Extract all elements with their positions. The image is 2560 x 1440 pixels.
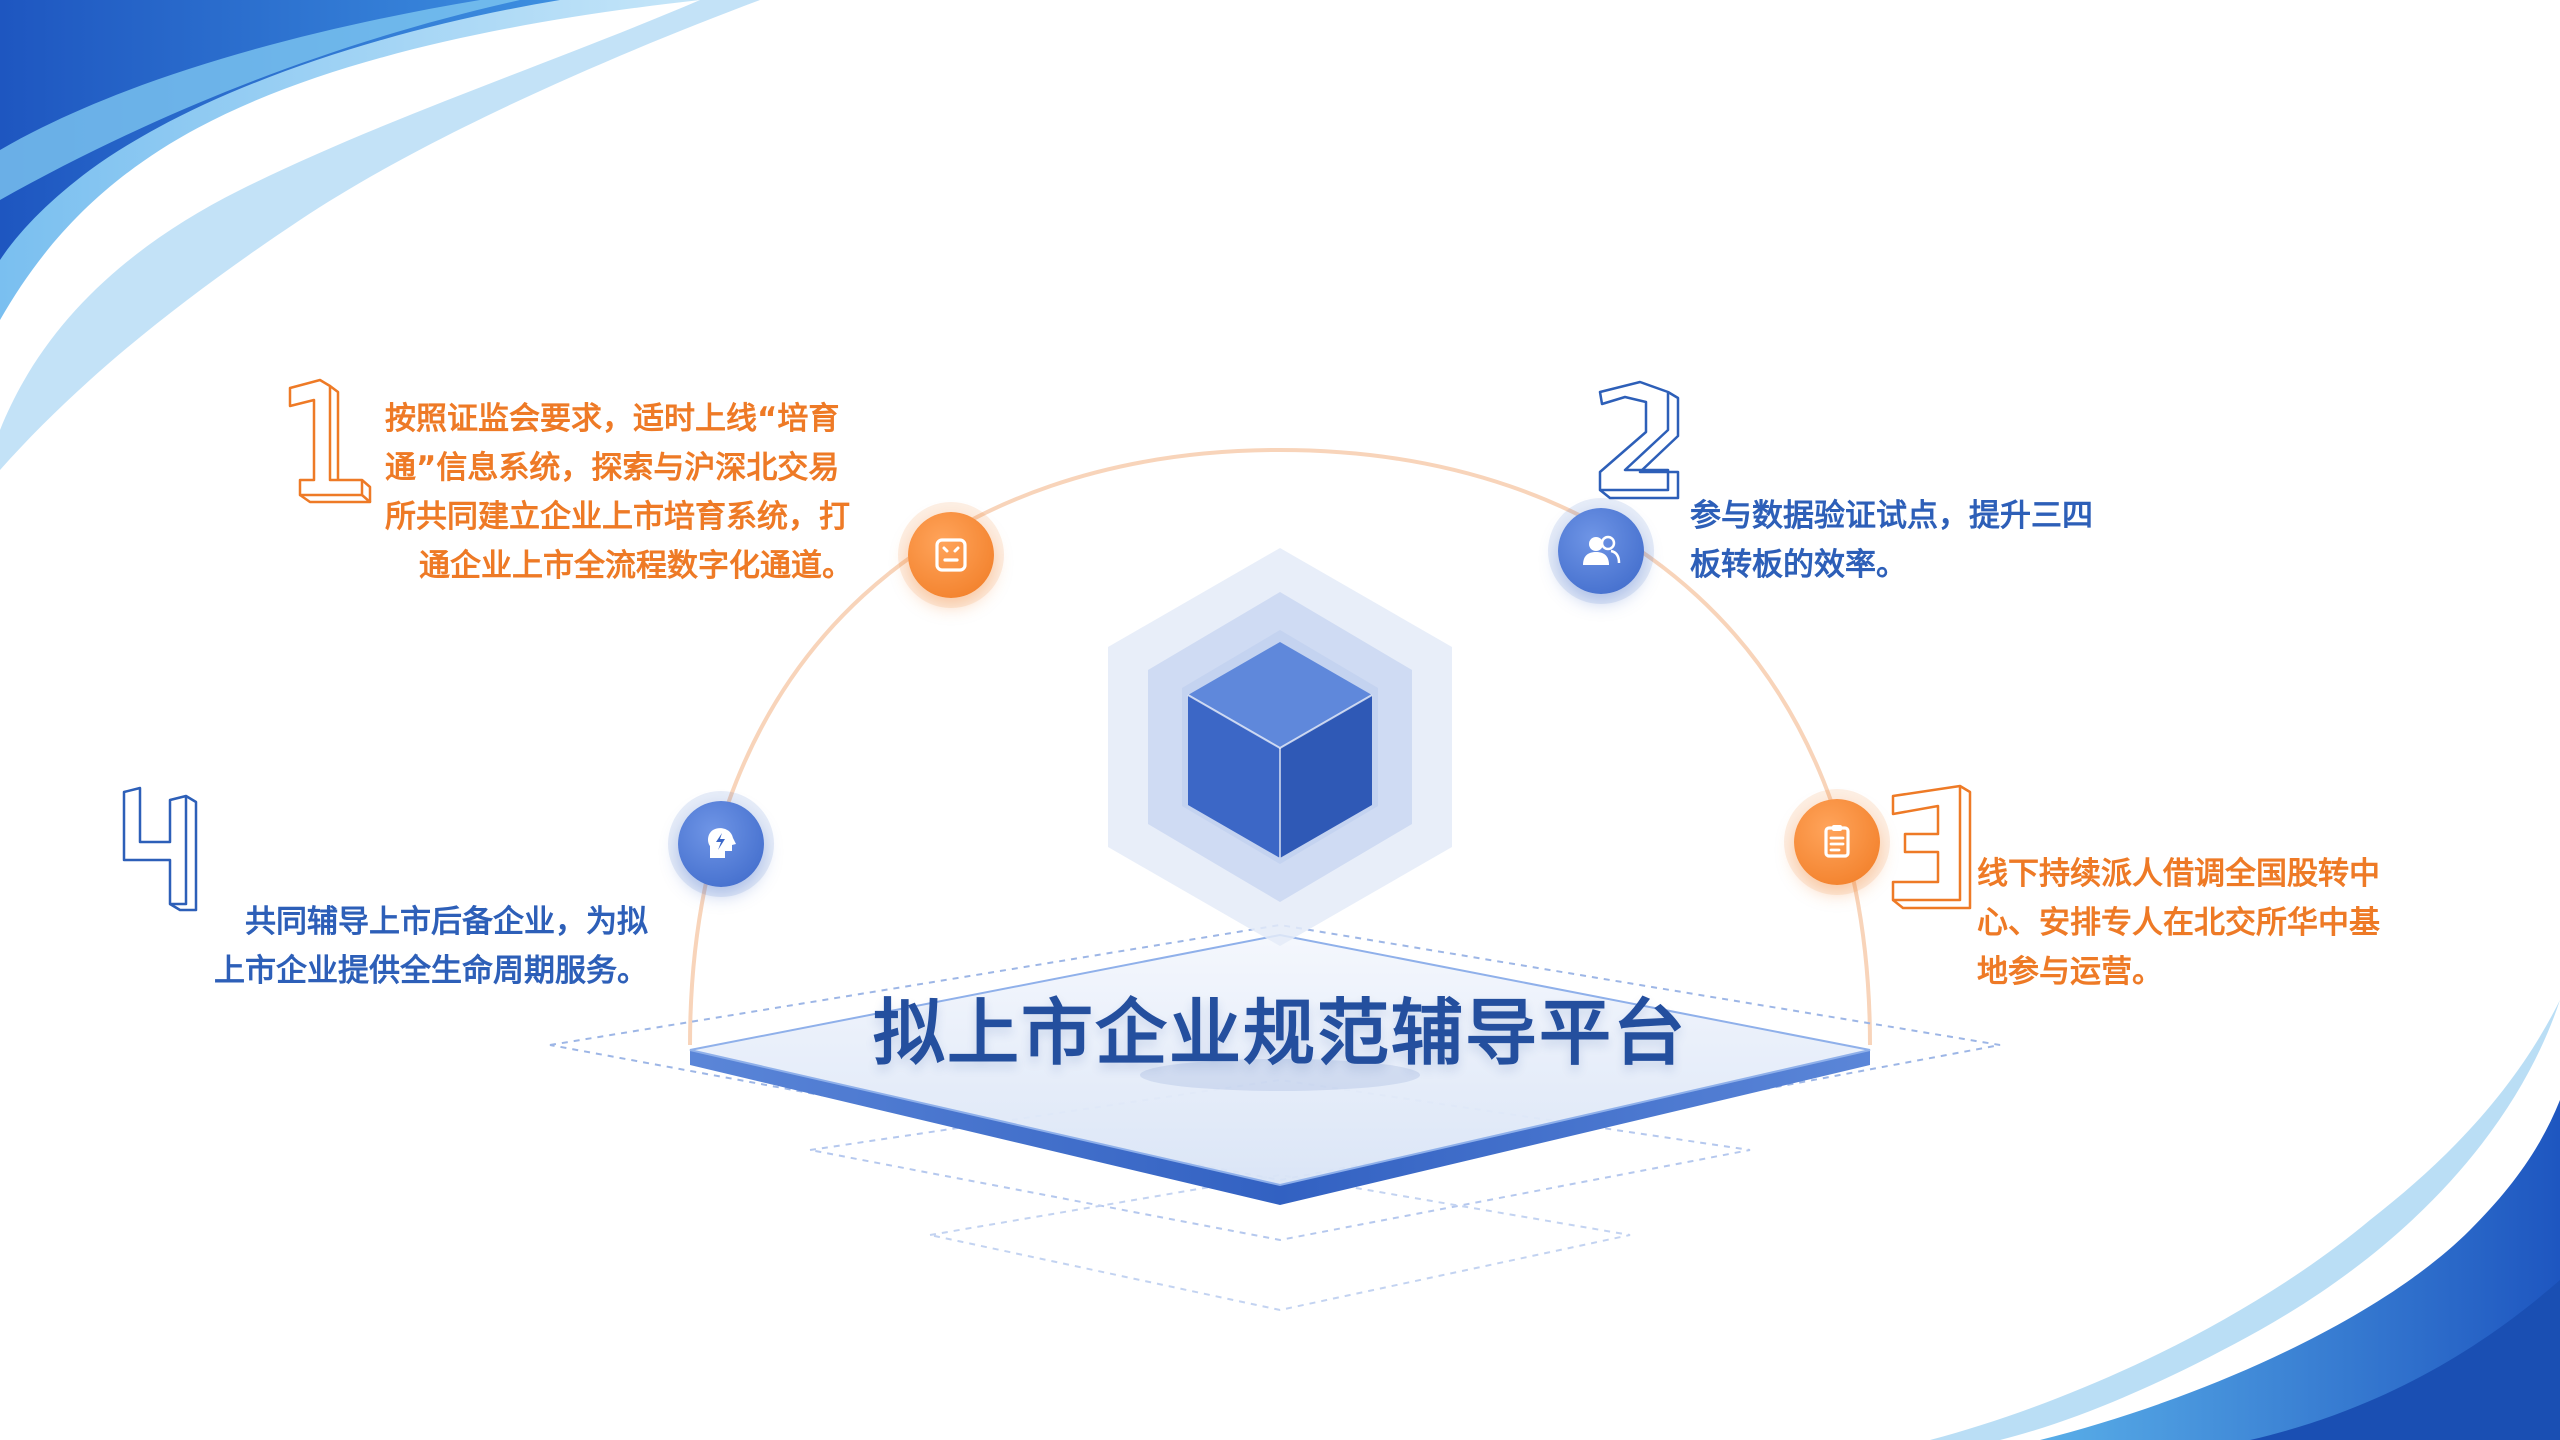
users-icon (1583, 535, 1621, 565)
lightbulb-head-icon (708, 828, 736, 858)
badge-3 (1794, 799, 1880, 885)
item-2-line: 板转板的效率。 (1690, 547, 1907, 583)
item-4-line: 上市企业提供全生命周期服务。 (214, 953, 648, 989)
badge-2 (1558, 508, 1644, 594)
badge-4 (678, 801, 764, 887)
item-4-text: 共同辅导上市后备企业，为拟 上市企业提供全生命周期服务。 (188, 898, 648, 996)
number-4-outline (122, 786, 198, 912)
number-3-outline (1891, 784, 1972, 910)
item-1-line: 通企业上市全流程数字化通道。 (419, 548, 853, 584)
item-3-line: 心、安排专人在北交所华中基 (1977, 905, 2380, 941)
platform-title: 拟上市企业规范辅导平台 (872, 991, 1687, 1075)
item-3-text: 线下持续派人借调全国股转中 心、安排专人在北交所华中基 地参与运营。 (1977, 850, 2437, 997)
number-1-outline (288, 378, 372, 504)
item-2-text: 参与数据验证试点，提升三四 板转板的效率。 (1690, 492, 2150, 590)
item-1-line: 通”信息系统，探索与沪深北交易 (385, 450, 840, 486)
document-icon (1824, 825, 1850, 858)
badge-1 (908, 512, 994, 598)
item-1-text: 按照证监会要求，适时上线“培育 通”信息系统，探索与沪深北交易 所共同建立企业上… (385, 395, 875, 591)
item-4-line: 共同辅导上市后备企业，为拟 (245, 904, 648, 940)
clipboard-face-icon (935, 538, 967, 572)
item-2-line: 参与数据验证试点，提升三四 (1690, 498, 2093, 534)
item-1-line: 所共同建立企业上市培育系统，打 (385, 499, 850, 535)
number-2-outline (1598, 380, 1680, 500)
item-1-line: 按照证监会要求，适时上线“培育 (385, 401, 840, 437)
item-3-line: 地参与运营。 (1977, 954, 2163, 990)
item-3-line: 线下持续派人借调全国股转中 (1977, 856, 2380, 892)
